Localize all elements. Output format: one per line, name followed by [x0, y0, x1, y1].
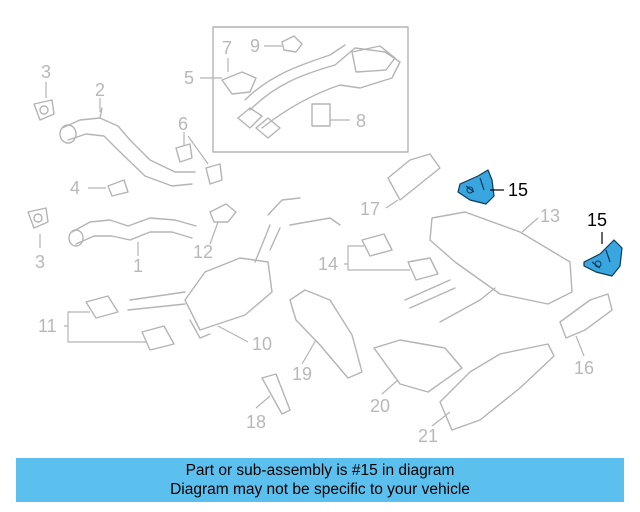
- part-clamp-14[interactable]: [361, 233, 439, 281]
- part-15-mount-left[interactable]: [457, 169, 495, 205]
- leader-16: [575, 335, 585, 357]
- part-bracket-7[interactable]: [221, 71, 257, 95]
- leader-11: [64, 311, 146, 343]
- callout-13: 13: [540, 206, 560, 226]
- banner-line-disclaimer: Diagram may not be specific to your vehi…: [170, 481, 470, 498]
- part-tailpipe-17[interactable]: [387, 153, 441, 201]
- part-hanger-9[interactable]: [281, 35, 303, 53]
- part-gasket-3-bottom[interactable]: [27, 207, 49, 229]
- part-bracket-4[interactable]: [107, 179, 129, 197]
- leader-6: [183, 132, 209, 165]
- inset-box-group-5: [212, 26, 409, 153]
- callout-9: 9: [250, 36, 260, 56]
- callout-3-top: 3: [41, 62, 51, 82]
- part-front-pipe-1[interactable]: [68, 217, 197, 247]
- callout-4: 4: [70, 178, 80, 198]
- leader-19: [301, 339, 317, 365]
- part-15-mount-right[interactable]: [583, 239, 623, 277]
- banner-line-part-number: Part or sub-assembly is #15 in diagram: [185, 462, 455, 479]
- callout-3-bottom: 3: [35, 252, 45, 272]
- callout-17: 17: [360, 199, 380, 219]
- part-center-resonator-10[interactable]: [127, 197, 341, 339]
- part-clamp-11[interactable]: [85, 295, 175, 351]
- part-gasket-6[interactable]: [175, 143, 223, 185]
- callout-2: 2: [95, 80, 105, 100]
- callout-14: 14: [318, 254, 338, 274]
- part-bracket-18[interactable]: [261, 373, 291, 415]
- leader-10: [217, 325, 249, 343]
- part-heat-shield-21[interactable]: [439, 343, 555, 431]
- callout-6: 6: [178, 114, 188, 134]
- exhaust-parts-diagram: 1 2 3 3 4 5 6 7 8 9 10 11 12 13 14 15 15…: [27, 26, 623, 446]
- part-muffler-13[interactable]: [404, 211, 573, 323]
- part-mount-8[interactable]: [311, 103, 331, 127]
- callout-21: 21: [418, 426, 438, 446]
- part-bracket-12[interactable]: [209, 203, 237, 223]
- part-gasket-3-top[interactable]: [33, 99, 55, 121]
- part-catalytic-converters[interactable]: [237, 44, 401, 139]
- leader-14: [344, 245, 410, 271]
- callout-16: 16: [574, 358, 594, 378]
- part-tailpipe-16[interactable]: [559, 293, 613, 339]
- callout-11: 11: [38, 316, 57, 336]
- leader-18: [255, 395, 271, 409]
- callout-18: 18: [246, 412, 266, 432]
- callout-15-right: 15: [587, 210, 607, 230]
- callout-1: 1: [133, 256, 143, 276]
- leader-13: [521, 217, 539, 233]
- callout-5: 5: [184, 68, 194, 88]
- part-heat-shield-19[interactable]: [289, 289, 363, 379]
- callout-10: 10: [252, 334, 272, 354]
- leader-17: [385, 199, 399, 209]
- part-converter-2[interactable]: [59, 107, 196, 187]
- leader-12: [209, 221, 219, 245]
- callout-19: 19: [292, 364, 312, 384]
- leader-20: [381, 379, 399, 395]
- callout-8: 8: [356, 111, 366, 131]
- callout-12: 12: [193, 242, 213, 262]
- part-heat-shield-20[interactable]: [373, 339, 463, 393]
- callout-15-left: 15: [508, 180, 528, 200]
- callout-7: 7: [222, 38, 232, 58]
- info-banner: Part or sub-assembly is #15 in diagram D…: [16, 458, 624, 502]
- leader-21: [431, 411, 451, 427]
- callout-20: 20: [370, 396, 390, 416]
